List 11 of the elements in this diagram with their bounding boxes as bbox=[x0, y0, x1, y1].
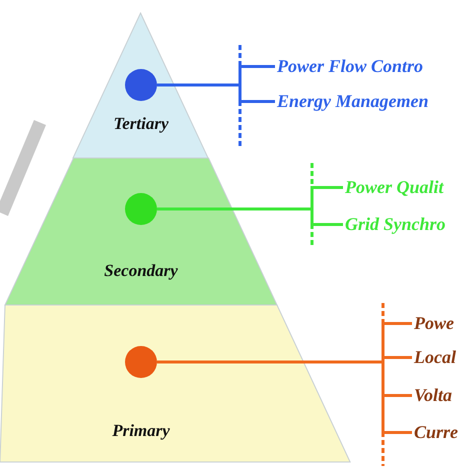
function-label: Power Qualit bbox=[345, 177, 444, 197]
function-label: Grid Synchro bbox=[345, 214, 446, 234]
function-label: Volta bbox=[414, 385, 452, 405]
level-label: Secondary bbox=[104, 261, 178, 281]
function-label: Local bbox=[414, 347, 456, 367]
level-label: Tertiary bbox=[113, 114, 169, 134]
function-label: Powe bbox=[414, 313, 454, 333]
level-label: Primary bbox=[112, 421, 170, 441]
function-label: Power Flow Contro bbox=[277, 56, 424, 76]
function-label: Curre bbox=[414, 422, 458, 442]
function-label: Energy Managemen bbox=[277, 91, 429, 111]
